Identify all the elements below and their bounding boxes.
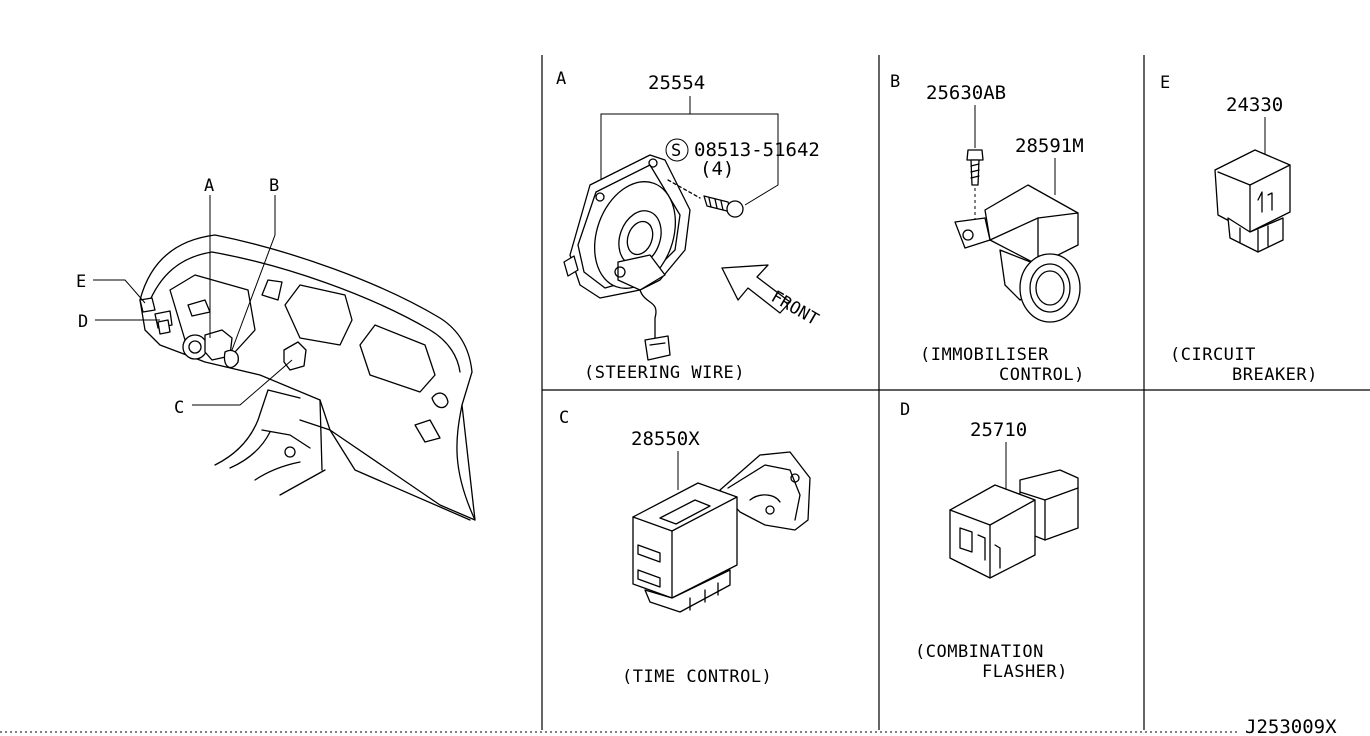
panel-b-letter: B xyxy=(890,72,900,92)
part-number-25710: 25710 xyxy=(970,419,1027,441)
part-number-24330: 24330 xyxy=(1226,94,1283,116)
bolt-icon xyxy=(966,149,984,222)
diagram-code: J253009X xyxy=(1245,716,1337,736)
screw-quantity: (4) xyxy=(700,158,734,180)
caption-combination-line2: FLASHER) xyxy=(982,662,1068,682)
panel-d-letter: D xyxy=(900,400,910,420)
panel-c-letter: C xyxy=(559,408,569,428)
panel-a: A 25554 S 08513-51642 (4) xyxy=(556,69,822,383)
immobiliser-control-part xyxy=(954,184,1081,323)
caption-circuit-line1: (CIRCUIT xyxy=(1170,345,1256,365)
panel-c: C 28550X (TIME CONTROL) xyxy=(559,408,811,687)
panel-e: E 24330 (CIRCUIT BREAKER) xyxy=(1160,73,1318,385)
callout-e: E xyxy=(76,272,86,292)
front-label: FRONT xyxy=(768,287,822,330)
panel-d: D 25710 (COMBINATION FLASHER) xyxy=(900,400,1079,682)
combination-flasher-part xyxy=(949,469,1079,579)
part-number-25554: 25554 xyxy=(648,72,705,94)
caption-immobiliser-line2: CONTROL) xyxy=(999,365,1085,385)
callout-a: A xyxy=(204,176,214,196)
front-arrow-icon xyxy=(721,264,791,314)
panel-b: B 25630AB 28591M (IMMOBILISER CONTROL) xyxy=(890,72,1085,385)
part-number-08513-51642: 08513-51642 xyxy=(694,139,820,161)
circuit-breaker-part xyxy=(1214,149,1291,253)
panel-grid xyxy=(0,55,1370,733)
callout-c: C xyxy=(174,398,184,418)
caption-circuit-line2: BREAKER) xyxy=(1232,365,1318,385)
caption-immobiliser-line1: (IMMOBILISER xyxy=(920,345,1049,365)
screw-mark: S xyxy=(671,141,681,161)
part-number-28550x: 28550X xyxy=(631,428,700,450)
caption-time-control: (TIME CONTROL) xyxy=(622,667,772,687)
dashboard-overview-drawing xyxy=(93,195,476,521)
part-number-28591m: 28591M xyxy=(1015,135,1084,157)
caption-steering-wire: (STEERING WIRE) xyxy=(584,363,745,383)
time-control-part xyxy=(632,451,811,613)
caption-combination-line1: (COMBINATION xyxy=(915,642,1044,662)
screw-icon xyxy=(667,179,744,218)
panel-e-letter: E xyxy=(1160,73,1170,93)
part-number-25630ab: 25630AB xyxy=(926,82,1006,104)
steering-wire-part xyxy=(563,154,691,361)
callout-d: D xyxy=(78,312,88,332)
callout-b: B xyxy=(269,176,279,196)
panel-a-letter: A xyxy=(556,69,566,89)
